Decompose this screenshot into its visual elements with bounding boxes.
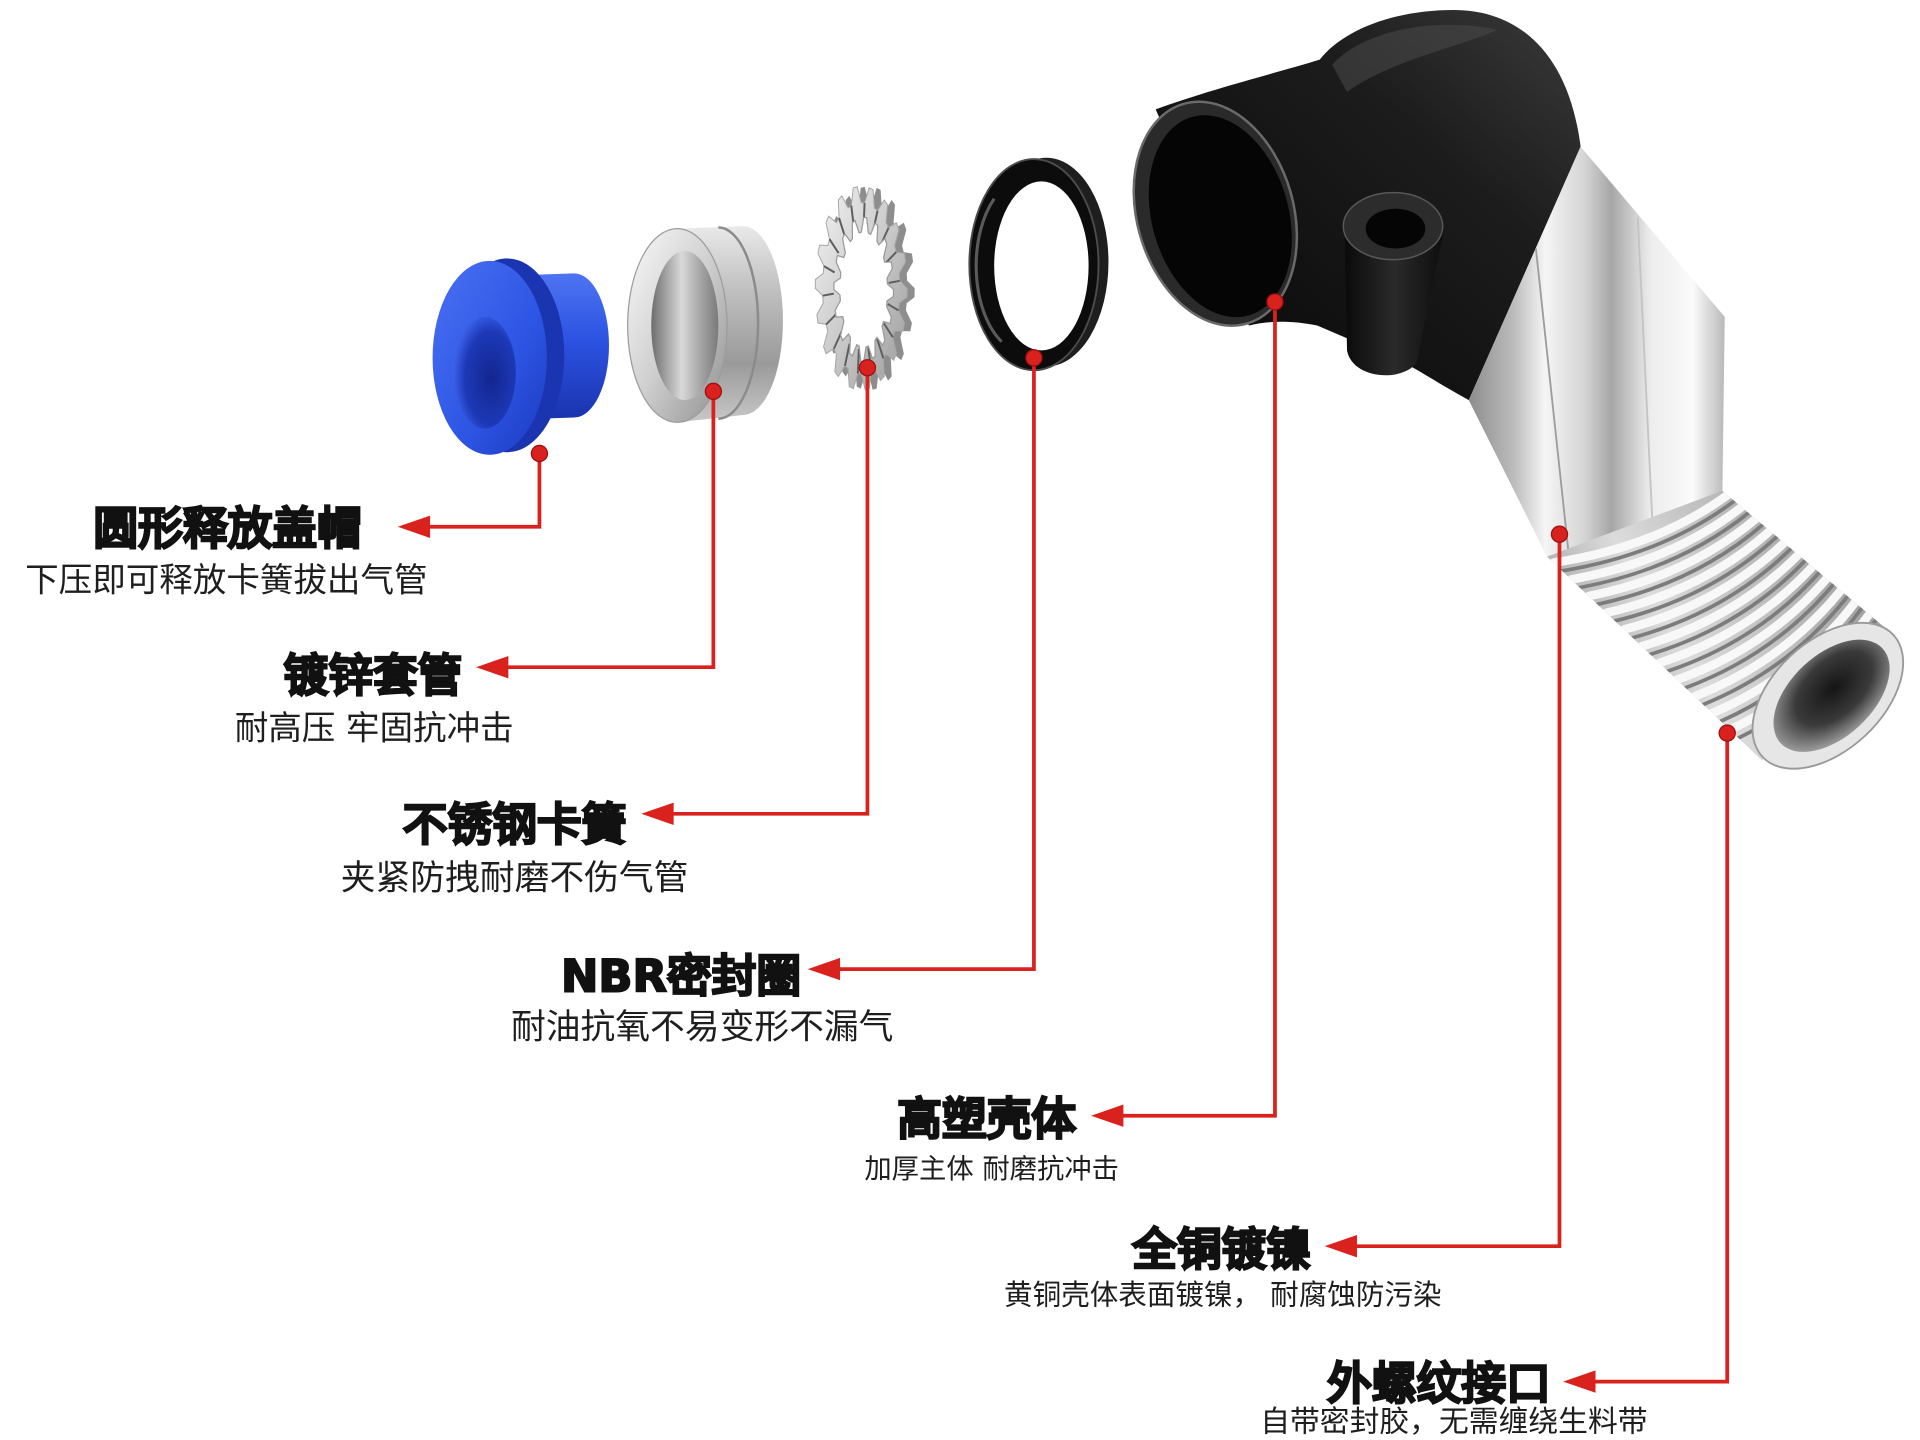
leader-sleeve <box>476 382 723 679</box>
callout-male-thread: 外螺纹接口 自带密封胶，无需缠绕生料带 <box>1260 1356 1647 1439</box>
callout-release-cap: 圆形释放盖帽 下压即可释放卡簧拔出气管 <box>25 501 427 599</box>
arrowhead <box>476 656 509 679</box>
tab-hole <box>1365 208 1426 249</box>
spring-clip-slits <box>822 202 900 374</box>
callout-spring-clip: 不锈钢卡簧 夹紧防拽耐磨不伤气管 <box>341 797 689 899</box>
leader-line <box>1594 733 1730 1384</box>
callout-subtitle: 下压即可释放卡簧拔出气管 <box>25 560 427 599</box>
leader-line <box>428 453 542 529</box>
callout-title: 外螺纹接口 <box>1327 1357 1551 1410</box>
thread-groove <box>1665 570 1822 674</box>
thread-groove <box>1613 534 1779 623</box>
stainless-spring-clip <box>814 186 915 391</box>
anchor-dot <box>1266 293 1284 311</box>
tab-body <box>1344 226 1444 376</box>
cap-hole <box>453 316 516 429</box>
callout-title: 圆形释放盖帽 <box>93 502 361 555</box>
thread-groove <box>1701 594 1850 707</box>
arrowhead <box>1563 1370 1596 1393</box>
callout-nickel-body: 全铜镀镍 黄铜壳体表面镀镍， 耐腐蚀防污染 <box>1004 1222 1442 1312</box>
thread-ridge <box>1549 490 1732 568</box>
housing-port-bore <box>1148 115 1292 318</box>
nickel-hex-body <box>1468 146 1725 557</box>
thread-ridge <box>1566 502 1746 584</box>
male-thread <box>1547 490 1905 770</box>
seal-highlight <box>974 197 1003 343</box>
leader-line <box>1355 534 1562 1249</box>
callout-labels: 圆形释放盖帽 下压即可释放卡簧拔出气管 镀锌套管 耐高压 牢固抗冲击 不锈钢卡簧… <box>25 501 1647 1439</box>
leader-line <box>507 391 716 670</box>
anchor-dot <box>1550 525 1569 543</box>
hex-facet-edge <box>1534 248 1570 550</box>
galvanized-sleeve <box>627 226 783 424</box>
arrowhead <box>397 515 431 538</box>
thread-groove <box>1648 558 1807 657</box>
callout-subtitle: 耐高压 牢固抗冲击 <box>235 708 514 747</box>
callout-title: 不锈钢卡簧 <box>403 798 627 851</box>
leader-thread <box>1563 724 1736 1393</box>
thread-groove <box>1560 499 1737 573</box>
callout-title: 镀锌套管 <box>284 649 463 702</box>
anchor-dot <box>858 359 877 377</box>
mounting-tab <box>1342 191 1444 376</box>
leader-line <box>838 357 1036 971</box>
arrowhead <box>1091 1104 1124 1127</box>
thread-ridge <box>1619 538 1789 634</box>
callout-seal-ring: NBR密封圈 耐油抗氧不易变形不漏气 <box>511 948 893 1048</box>
hex-facet-edge <box>1636 217 1654 529</box>
thread-groove <box>1595 522 1765 607</box>
anchor-dot <box>1718 724 1736 742</box>
anchor-dot <box>704 382 723 401</box>
leader-housing <box>1091 293 1284 1127</box>
callout-title: 全铜镀镍 <box>1131 1223 1311 1276</box>
thread-groove <box>1577 511 1751 590</box>
callout-subtitle: 自带密封胶，无需缠绕生料带 <box>1260 1404 1647 1439</box>
callout-title: NBR密封圈 <box>561 949 801 1002</box>
thread-port-bore <box>1773 639 1890 752</box>
anchor-dot <box>1025 349 1043 367</box>
blue-release-cap <box>432 258 609 455</box>
callout-sleeve: 镀锌套管 耐高压 牢固抗冲击 <box>235 648 514 747</box>
callout-housing: 高塑壳体 加厚主体 耐磨抗冲击 <box>864 1091 1119 1185</box>
callout-subtitle: 加厚主体 耐磨抗冲击 <box>864 1154 1119 1185</box>
thread-ridge <box>1601 526 1775 618</box>
leader-cap <box>397 444 549 538</box>
leader-clip <box>641 359 877 825</box>
thread-ridge <box>1654 562 1817 668</box>
leader-nickel <box>1324 525 1569 1258</box>
thread-ridge <box>1690 586 1846 701</box>
leader-seal <box>807 349 1043 981</box>
housing-bend-highlight <box>1332 24 1498 92</box>
sleeve-bore <box>651 250 719 401</box>
thread-ridge <box>1584 514 1761 601</box>
arrowhead <box>807 957 841 981</box>
anchor-dot <box>530 444 549 463</box>
seal-opening <box>994 181 1089 351</box>
thread-groove <box>1683 582 1836 690</box>
leader-lines <box>397 293 1736 1393</box>
leader-line <box>672 367 870 816</box>
nbr-seal-ring <box>968 157 1109 372</box>
callout-subtitle: 黄铜壳体表面镀镍， 耐腐蚀防污染 <box>1004 1278 1442 1312</box>
leader-line <box>1122 301 1277 1118</box>
thread-groove <box>1630 546 1793 640</box>
callout-title: 高塑壳体 <box>897 1092 1076 1145</box>
spring-clip-hole <box>833 216 895 363</box>
callout-subtitle: 夹紧防拽耐磨不伤气管 <box>341 859 689 899</box>
arrowhead <box>1324 1234 1357 1258</box>
thread-ridge <box>1672 574 1831 685</box>
sleeve-groove <box>718 226 760 420</box>
callout-subtitle: 耐油抗氧不易变形不漏气 <box>511 1008 893 1048</box>
thread-ridge <box>1637 550 1803 651</box>
arrowhead <box>641 802 674 825</box>
elbow-fitting <box>1132 9 1905 770</box>
